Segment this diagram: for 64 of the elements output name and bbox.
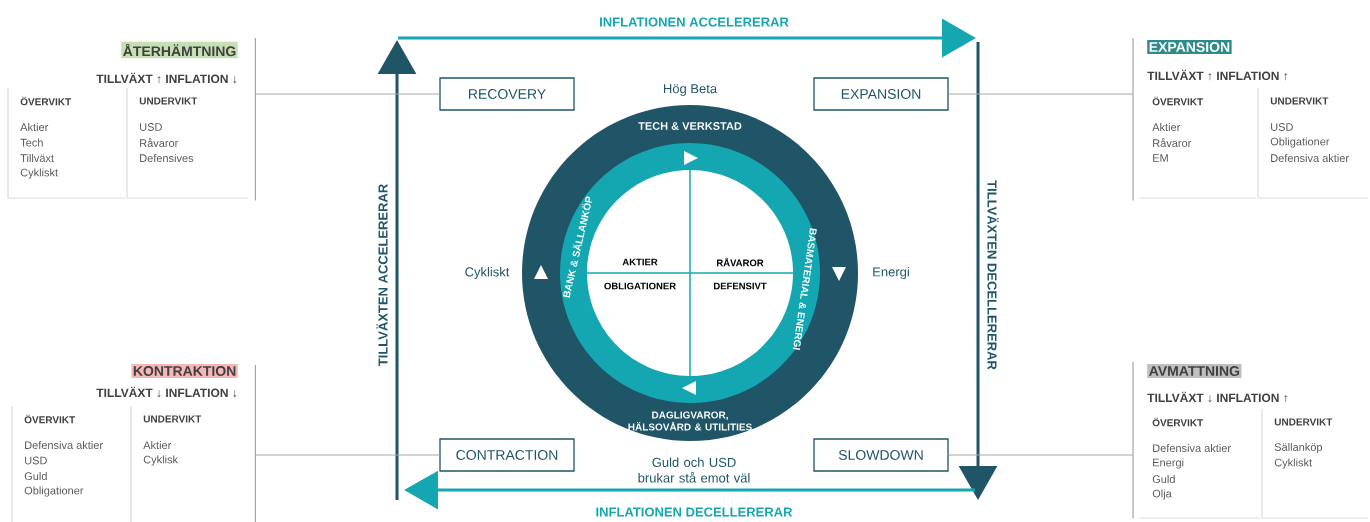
quadrant-label: RÅVAROR: [717, 257, 764, 267]
phase-box: SLOWDOWN: [813, 438, 949, 472]
column-header: UNDERVIKT: [139, 97, 198, 105]
ring-label: DAGLIGVAROR, HÄLSOVÅRD & UTILITIES: [628, 411, 752, 431]
note-text: Energi: [873, 266, 909, 280]
list-item: Guld: [24, 471, 47, 481]
leader-line: [254, 93, 440, 95]
list-item: Aktier: [20, 122, 49, 132]
list-item: USD: [25, 456, 47, 465]
phase-box: CONTRACTION: [439, 438, 575, 472]
list-item: Tillväxt: [20, 153, 54, 163]
list-item: Sällanköp: [1274, 442, 1323, 454]
list-item: USD: [1271, 123, 1293, 131]
axis-label: INFLATIONEN DECELLERERAR: [596, 507, 793, 517]
list-item: Råvaror: [1153, 138, 1192, 147]
phase-subtitle: TILLVÄXT ↓ INFLATION ↓: [96, 386, 237, 398]
list-item: Obligationer: [24, 486, 84, 497]
column-header: UNDERVIKT: [1270, 97, 1329, 105]
note-text: Cykliskt: [465, 266, 510, 280]
list-item: Obligationer: [1270, 137, 1330, 148]
list-item: Aktier: [1152, 122, 1181, 132]
leader-line: [948, 93, 1134, 95]
column-header: ÖVERVIKT: [1152, 417, 1204, 427]
phase-title: EXPANSION: [1147, 40, 1232, 54]
list-item: Cykliskt: [20, 168, 58, 179]
list-item: Cykliskt: [1274, 458, 1312, 469]
phase-subtitle: TILLVÄXT ↑ INFLATION ↑: [1147, 69, 1288, 81]
ring-label: BASMATERIAL & ENERGI: [793, 228, 817, 350]
list-item: Aktier: [143, 440, 172, 450]
list-item: Defensiva aktier: [1153, 443, 1231, 453]
leader-line: [948, 454, 1134, 456]
axis-label: TILLVÄXTEN ACCELERERAR: [376, 184, 388, 367]
axis-label: INFLATIONEN ACCELERERAR: [600, 17, 789, 27]
list-item: EM: [1153, 154, 1168, 162]
note-text: Hög Beta: [663, 84, 718, 96]
phase-box: EXPANSION: [813, 77, 949, 111]
list-item: USD: [140, 123, 162, 131]
quadrant-label: DEFENSIVT: [714, 282, 767, 290]
phase-title: KONTRAKTION: [131, 364, 238, 378]
list-item: Tech: [20, 138, 43, 147]
column-header: ÖVERVIKT: [1152, 96, 1204, 106]
column-header: UNDERVIKT: [1274, 418, 1333, 426]
list-item: Defensiva aktier: [25, 440, 103, 450]
phase-title: ÅTERHÄMTNING: [121, 41, 238, 59]
note-text: Guld och USD brukar stå emot väl: [638, 457, 750, 483]
quadrant-label: AKTIER: [622, 258, 658, 266]
column-header: ÖVERVIKT: [20, 96, 72, 106]
list-item: Olja: [1152, 489, 1172, 500]
list-item: Cyklisk: [143, 455, 179, 466]
list-item: Defensives: [140, 153, 194, 163]
list-item: Defensiva aktier: [1271, 153, 1349, 163]
list-item: Guld: [1152, 474, 1175, 484]
column-header: UNDERVIKT: [143, 415, 202, 423]
column-header: ÖVERVIKT: [24, 414, 76, 424]
ring-label: TECH & VERKSTAD: [638, 122, 742, 130]
phase-title: AVMATTNING: [1147, 364, 1242, 378]
list-item: Råvaror: [140, 138, 179, 147]
axis-label: TILLVÄXTEN DECELLERERAR: [987, 180, 999, 370]
leader-line: [254, 454, 440, 456]
phase-subtitle: TILLVÄXT ↑ INFLATION ↓: [96, 72, 237, 84]
phase-box: RECOVERY: [439, 77, 575, 111]
quadrant-label: OBLIGATIONER: [604, 282, 676, 290]
list-item: Energi: [1153, 458, 1184, 469]
phase-subtitle: TILLVÄXT ↓ INFLATION ↑: [1147, 391, 1288, 403]
